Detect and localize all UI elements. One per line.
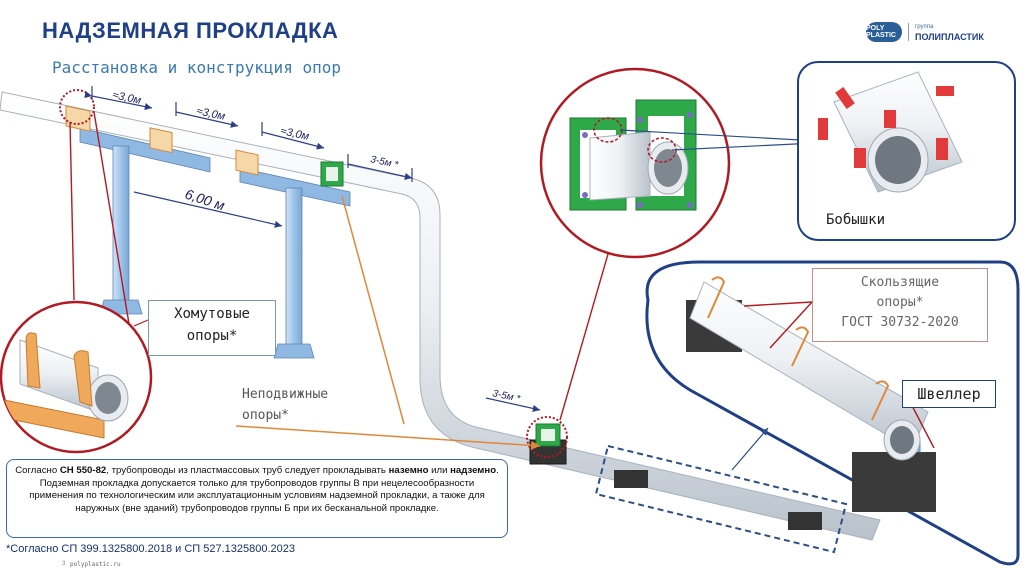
t-support-2 <box>239 167 351 359</box>
regulation-note: Согласно СН 550-82, трубопроводы из плас… <box>6 459 508 538</box>
page-number: 3 <box>62 561 66 567</box>
note-text-3: или <box>428 465 451 476</box>
footnote: *Согласно СП 399.1325800.2018 и СП 527.1… <box>6 543 295 555</box>
clamp-marks <box>65 105 259 176</box>
clamp-label-line2: опоры* <box>186 328 238 344</box>
fixed-support-top <box>320 161 344 187</box>
channel-label: Швеллер <box>902 380 996 408</box>
page-title: НАДЗЕМНАЯ ПРОКЛАДКА <box>42 18 339 43</box>
sliding-label-line1: Скользящие <box>860 275 940 290</box>
fixed-detail-circle <box>539 67 731 259</box>
sliding-label-line2: опоры* <box>876 295 924 310</box>
fixed-label-line2: опоры* <box>242 408 289 423</box>
clamp-label-line1: Хомутовые <box>174 306 250 322</box>
note-text-2: , трубопроводы из пластмассовых труб сле… <box>106 465 389 476</box>
red-connectors <box>69 111 609 421</box>
logo-text: группа ПОЛИПЛАСТИК <box>915 22 984 42</box>
company-logo: POLY PLASTIC группа ПОЛИПЛАСТИК <box>866 22 984 42</box>
bosses-label: Бобышки <box>826 212 886 228</box>
clamp-supports-label: Хомутовые опоры* <box>148 300 276 356</box>
dim-5: 6,00 м <box>183 186 227 214</box>
sliding-label-line3: ГОСТ 30732-2020 <box>841 315 959 330</box>
dimension-lines <box>84 86 541 412</box>
orange-pointers <box>235 195 541 450</box>
clamp-detail-circle <box>0 300 153 454</box>
fixed-label-line1: Неподвижные <box>242 387 329 402</box>
dim-3: ≈3,0м <box>279 125 310 143</box>
logo-group-word: группа <box>915 24 934 30</box>
note-bold-ground: наземно <box>388 465 429 476</box>
note-bold-sn: СН 550-82 <box>59 465 107 476</box>
logo-company-name: ПОЛИПЛАСТИК <box>915 32 984 42</box>
polyplastic-logo-icon: POLY PLASTIC <box>866 22 902 42</box>
dim-2: ≈3,0м <box>195 105 226 123</box>
section-pointer <box>731 427 769 471</box>
fixed-supports-label: Неподвижные опоры* <box>242 384 328 426</box>
dashed-section <box>594 444 848 554</box>
logo-divider <box>908 23 909 41</box>
note-bold-above: надземно <box>450 465 497 476</box>
main-pipe <box>0 91 881 541</box>
fixed-support-bottom <box>526 416 568 465</box>
note-text-4: . Подземная прокладка допускается только… <box>29 465 499 514</box>
dim-1: ≈3,0м <box>111 89 142 107</box>
page-subtitle: Расстановка и конструкция опор <box>52 58 341 77</box>
bosses-panel <box>797 61 1016 241</box>
t-support-1 <box>79 127 211 315</box>
footer-url: polyplastic.ru <box>70 561 121 568</box>
sliding-supports-label: Скользящие опоры* ГОСТ 30732-2020 <box>812 268 988 342</box>
label-leaders <box>133 319 149 327</box>
note-text-1: Согласно <box>15 465 60 476</box>
dim-4: 3-5м * <box>369 154 400 171</box>
